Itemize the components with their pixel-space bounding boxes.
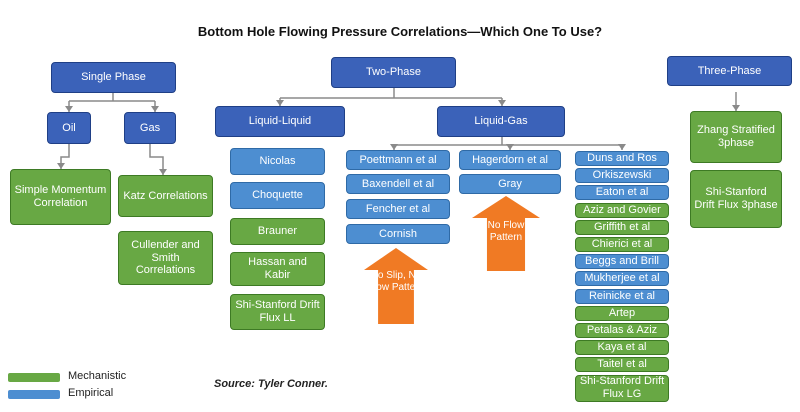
node-beggs-and-brill: Beggs and Brill	[575, 254, 669, 270]
subcategory-oil: Oil	[47, 112, 91, 144]
node-shi-stanford-drift-flux-lg: Shi-Stanford Drift Flux LG	[575, 374, 669, 402]
up-arrow-icon	[364, 248, 428, 324]
connector-arrowhead	[276, 100, 284, 106]
node-simple-momentum-correlation: Simple Momentum Correlation	[10, 169, 111, 225]
connector-arrowhead	[506, 144, 514, 150]
legend-label: Empirical	[68, 387, 114, 399]
note-arrow-no-flow-pattern: No Flow Pattern	[472, 196, 540, 271]
subcategory-gas: Gas	[124, 112, 176, 144]
node-orkiszewski: Orkiszewski	[575, 168, 669, 184]
node-chierici-et-al: Chierici et al	[575, 237, 669, 252]
legend-label: Mechanistic	[68, 370, 127, 382]
node-choquette: Choquette	[230, 182, 325, 209]
node-shi-stanford-drift-flux-ll: Shi-Stanford Drift Flux LL	[230, 294, 325, 330]
category-three-phase: Three-Phase	[667, 56, 792, 86]
node-eaton-et-al: Eaton et al	[575, 185, 669, 201]
up-arrow-icon	[472, 196, 540, 271]
category-two-phase: Two-Phase	[331, 57, 456, 88]
node-artep: Artep	[575, 305, 669, 321]
node-taitel-et-al: Taitel et al	[575, 357, 669, 373]
node-gray: Gray	[459, 174, 561, 194]
diagram-title: Bottom Hole Flowing Pressure Correlation…	[197, 24, 603, 39]
node-cullender-and-smith-correlations: Cullender and Smith Correlations	[118, 231, 213, 285]
node-hassan-and-kabir: Hassan and Kabir	[230, 252, 325, 286]
connector-arrowhead	[390, 144, 398, 150]
arrow-note: No Slip, No Flow Pattern	[367, 270, 425, 293]
node-zhang-stratified-3phase: Zhang Stratified 3phase	[690, 111, 782, 163]
node-duns-and-ros: Duns and Ros	[575, 151, 669, 166]
node-shi-stanford-drift-flux-3phase: Shi-Stanford Drift Flux 3phase	[690, 170, 782, 228]
connector-arrowhead	[618, 144, 626, 150]
node-nicolas: Nicolas	[230, 148, 325, 175]
node-kaya-et-al: Kaya et al	[575, 340, 669, 356]
source-credit: Source: Tyler Conner.	[214, 378, 328, 390]
legend-swatch-empirical	[8, 390, 60, 399]
connector-arrowhead	[498, 100, 506, 106]
connector-arrowhead	[159, 169, 167, 175]
legend-swatch-mechanistic	[8, 373, 60, 382]
node-aziz-and-govier: Aziz and Govier	[575, 202, 669, 218]
connector-arrowhead	[57, 163, 65, 169]
node-cornish: Cornish	[346, 224, 450, 244]
note-arrow-no-slip: No Slip, No Flow Pattern	[364, 248, 428, 324]
connector-gas-to-correlations	[149, 144, 164, 175]
node-fencher-et-al: Fencher et al	[346, 199, 450, 219]
connector-arrowhead	[65, 106, 73, 112]
node-katz-correlations: Katz Correlations	[118, 175, 213, 217]
arrow-note: No Flow Pattern	[487, 220, 525, 243]
node-poettmann-et-al: Poettmann et al	[346, 150, 450, 170]
subcategory-liquid-gas: Liquid-Gas	[437, 106, 565, 137]
node-brauner: Brauner	[230, 218, 325, 245]
node-reinicke-et-al: Reinicke et al	[575, 288, 669, 304]
category-single-phase: Single Phase	[51, 62, 176, 93]
subcategory-liquid-liquid: Liquid-Liquid	[215, 106, 345, 137]
node-hagerdorn-et-al: Hagerdorn et al	[459, 150, 561, 170]
connector-arrowhead	[732, 105, 740, 111]
node-griffith-et-al: Griffith et al	[575, 219, 669, 235]
node-baxendell-et-al: Baxendell et al	[346, 174, 450, 194]
connector-arrowhead	[151, 106, 159, 112]
node-mukherjee-et-al: Mukherjee et al	[575, 271, 669, 287]
node-petalas-and-aziz: Petalas & Aziz	[575, 323, 669, 338]
